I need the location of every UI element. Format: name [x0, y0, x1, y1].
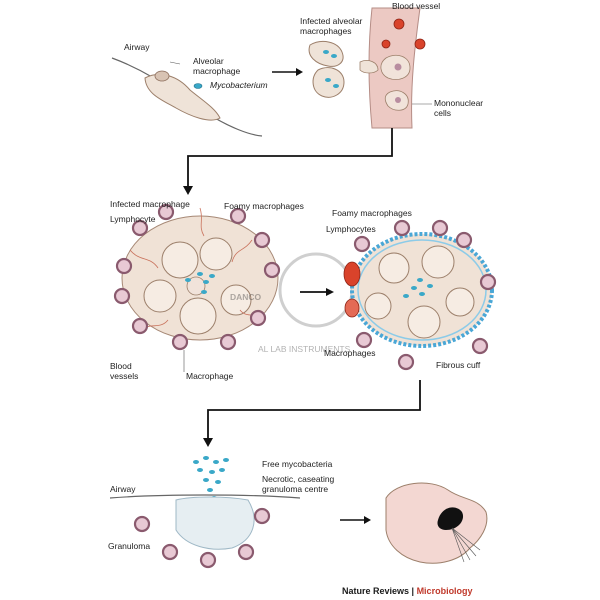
- stage-4-necrotic-granuloma: Free mycobacteria Necrotic, caseating gr…: [108, 456, 488, 569]
- label-necrotic-1: Necrotic, caseating: [262, 474, 335, 484]
- label-infected-macrophage: Infected macrophage: [110, 199, 190, 209]
- coughing-person-icon: [385, 482, 488, 564]
- label-granuloma: Granuloma: [108, 541, 150, 551]
- label-infected-alveolar-1: Infected alveolar: [300, 16, 363, 26]
- label-mycobacterium: Mycobacterium: [210, 80, 268, 90]
- label-lymphocyte: Lymphocyte: [110, 214, 156, 224]
- footer-section: Microbiology: [417, 586, 473, 596]
- arrow-2-head: [326, 288, 334, 296]
- stage-3-mature-granuloma: Foamy macrophages Lymphocytes Macrophage…: [324, 208, 497, 371]
- label-alveolar-macrophage-2: macrophage: [193, 66, 241, 76]
- label-blood-vessels-1: Blood: [110, 361, 132, 371]
- arrow-3-head: [364, 516, 371, 524]
- leader-line: [169, 61, 181, 65]
- footer-journal: Nature Reviews: [342, 586, 409, 596]
- airway-wall-bottom: [109, 494, 301, 499]
- label-mononuclear-2: cells: [434, 108, 451, 118]
- label-fibrous-cuff: Fibrous cuff: [436, 360, 481, 370]
- watermark-logo-text: DANCO: [230, 292, 262, 302]
- infected-alveolar-macrophages: [308, 41, 345, 98]
- label-foamy-macrophages-right: Foamy macrophages: [332, 208, 412, 218]
- mycobacterium-in-airway: [193, 83, 203, 89]
- label-blood-vessel: Blood vessel: [392, 1, 440, 11]
- arrow-1-head: [296, 68, 303, 76]
- blood-vessel: [359, 7, 426, 129]
- footer-credit: Nature Reviews | Microbiology: [342, 586, 473, 596]
- stage-2-early-granuloma: Infected macrophage Foamy macrophages Ly…: [110, 199, 304, 381]
- label-macrophages: Macrophages: [324, 348, 376, 358]
- label-necrotic-2: granuloma centre: [262, 484, 328, 494]
- alveolar-macrophage-nucleus: [154, 70, 170, 82]
- footer-separator: |: [409, 586, 417, 596]
- lymphocytes-bottom: [133, 507, 271, 569]
- necrotic-centre: [175, 496, 255, 550]
- label-foamy-macrophages-left: Foamy macrophages: [224, 201, 304, 211]
- alveolar-macrophage-cell: [144, 74, 221, 121]
- label-infected-alveolar-2: macrophages: [300, 26, 352, 36]
- label-airway-top: Airway: [124, 42, 150, 52]
- lymphocytes-ring-right: [353, 219, 497, 371]
- connector-arrow-1: [183, 128, 393, 195]
- connector-arrow-2: [203, 380, 421, 447]
- label-mononuclear-1: Mononuclear: [434, 98, 483, 108]
- label-free-mycobacteria: Free mycobacteria: [262, 459, 333, 469]
- stage-1-infection: Airway Alveolar macrophage Mycobacterium…: [111, 1, 483, 137]
- label-lymphocytes: Lymphocytes: [326, 224, 376, 234]
- red-blood-cells-right: [343, 261, 361, 318]
- label-alveolar-macrophage-1: Alveolar: [193, 56, 224, 66]
- lymphocytes-ring-left: [113, 203, 281, 351]
- label-macrophage: Macrophage: [186, 371, 234, 381]
- watermark-subtitle: AL LAB INSTRUMENTS: [258, 344, 351, 354]
- label-airway-bottom: Airway: [110, 484, 136, 494]
- label-blood-vessels-2: vessels: [110, 371, 138, 381]
- early-granuloma-mass: [121, 207, 279, 341]
